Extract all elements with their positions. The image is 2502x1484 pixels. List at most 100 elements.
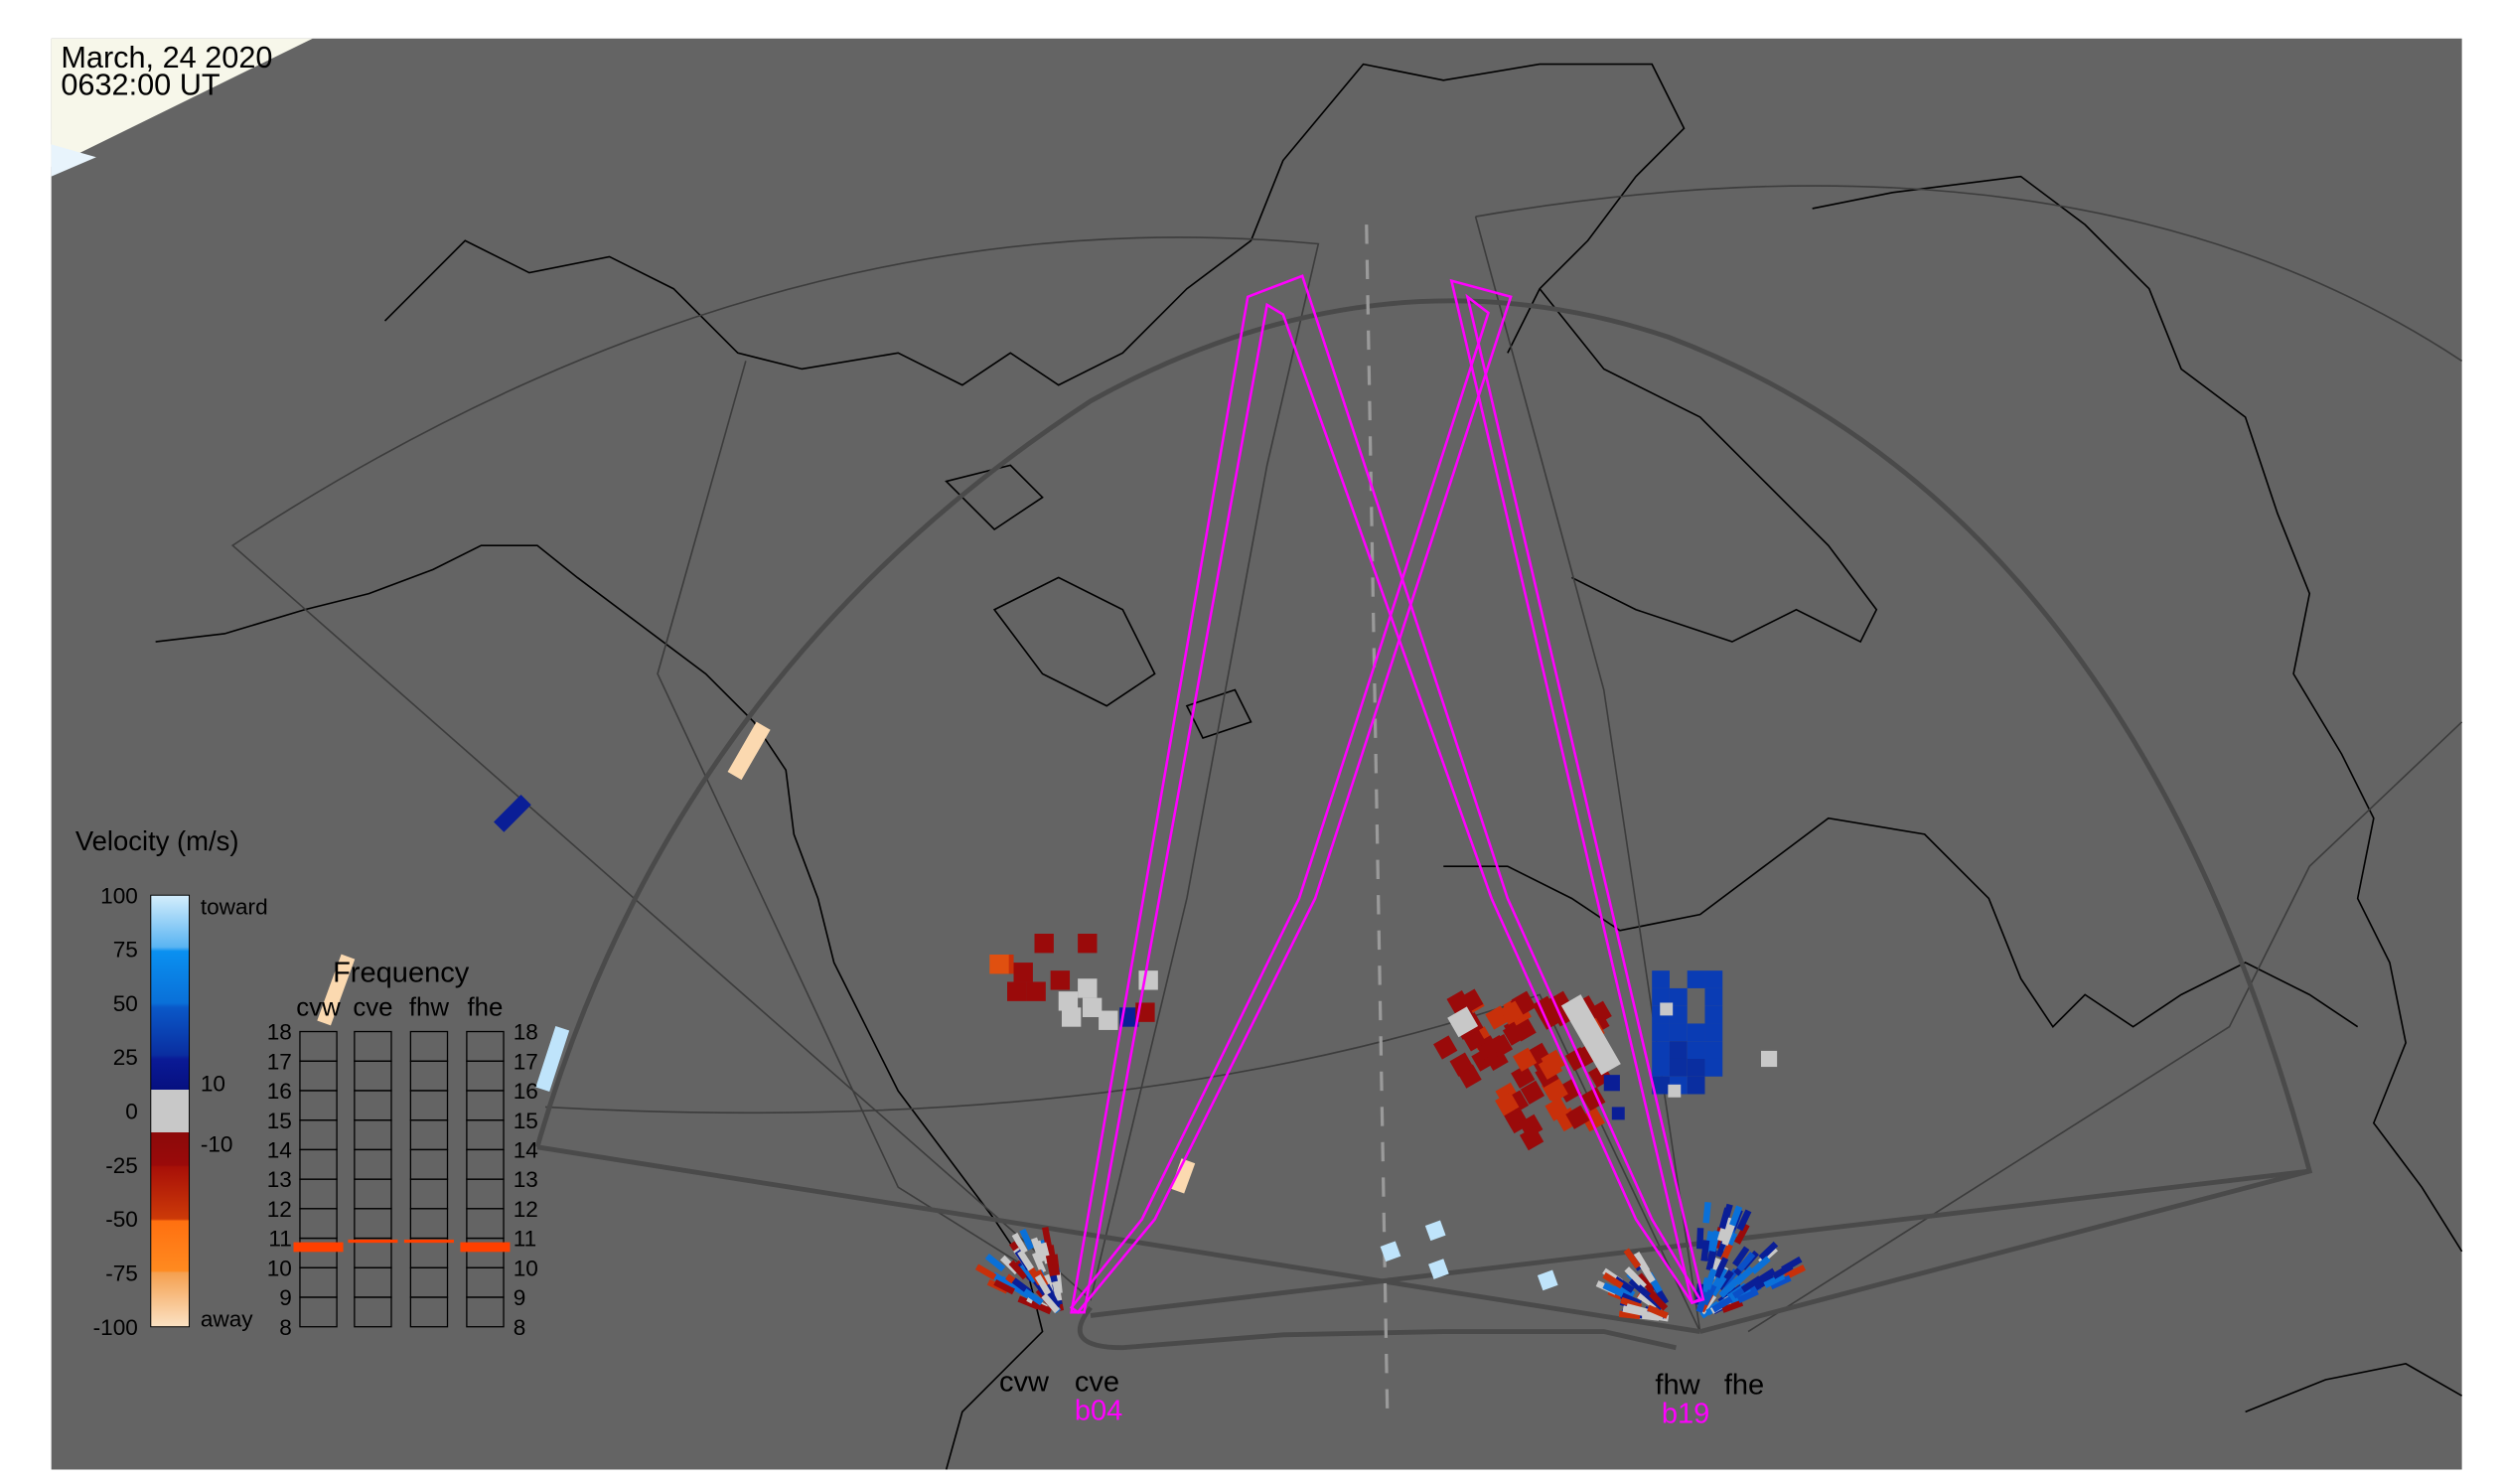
velocity-cell (984, 1254, 1006, 1272)
velocity-tick-label: -50 (105, 1207, 138, 1232)
velocity-cell (1449, 1052, 1474, 1077)
velocity-cell (1628, 1277, 1649, 1297)
frequency-tick-left: 11 (268, 1227, 291, 1252)
frequency-tick-left: 10 (267, 1256, 292, 1280)
velocity-cell (1763, 1272, 1786, 1288)
velocity-tick-label: 50 (113, 991, 138, 1016)
velocity-cell (1022, 1288, 1044, 1306)
velocity-cell (1687, 1041, 1705, 1059)
velocity-tick-label: 25 (113, 1045, 138, 1070)
velocity-cell (1051, 1254, 1061, 1276)
velocity-cell (1602, 1271, 1624, 1289)
frequency-tick-right: 14 (514, 1137, 538, 1162)
velocity-cell (1034, 1273, 1052, 1296)
frequency-marker-cvw (293, 1242, 344, 1253)
frequency-column-label: cve (353, 993, 392, 1021)
coastlines (155, 63, 2463, 1470)
date-label: March, 24 2020 (61, 40, 272, 74)
velocity-cell (1772, 1262, 1794, 1279)
frequency-column-label: fhe (468, 993, 504, 1021)
velocity-cell (1652, 1058, 1670, 1077)
velocity-cell (727, 721, 771, 781)
velocity-cell (1652, 970, 1670, 988)
velocity-cell (1705, 1249, 1717, 1271)
velocity-cell (1687, 1023, 1705, 1042)
scatter-cells (317, 721, 1807, 1322)
velocity-cell (1721, 1299, 1744, 1313)
velocity-cell (1732, 1246, 1750, 1267)
velocity-cell (1711, 1296, 1733, 1313)
beam-outlines (1069, 274, 1705, 1314)
frequency-marker-fhe (460, 1242, 511, 1253)
velocity-cell (1017, 1250, 1034, 1271)
velocity-cell (1058, 991, 1079, 1011)
velocity-cell (1560, 994, 1621, 1076)
velocity-cell (1026, 981, 1046, 1001)
site-label-cve: cve (1075, 1366, 1119, 1398)
frequency-tick-right: 15 (514, 1109, 538, 1133)
velocity-tick-label: -75 (105, 1261, 138, 1285)
terminator-twilight-region (51, 144, 96, 177)
velocity-cell (1513, 1047, 1538, 1072)
velocity-cell (1520, 1080, 1545, 1105)
velocity-cell (1541, 1049, 1565, 1074)
velocity-cell (1708, 1230, 1720, 1253)
frequency-column-label: fhw (409, 993, 450, 1021)
velocity-cell (1625, 1303, 1648, 1315)
velocity-cell (1669, 987, 1688, 1006)
velocity-cell (1500, 1000, 1525, 1025)
velocity-cell (535, 1026, 570, 1092)
velocity-cell (1624, 1266, 1644, 1286)
velocity-cell (1099, 1010, 1118, 1030)
velocity-cell (1718, 1207, 1731, 1230)
velocity-cell (1623, 1248, 1642, 1269)
velocity-cell (1704, 970, 1723, 988)
velocity-cell (1704, 1005, 1723, 1024)
velocity-cell (1495, 1092, 1520, 1116)
velocity-cell (1669, 1058, 1688, 1077)
velocity-cell (974, 1263, 997, 1280)
frequency-tick-right: 17 (514, 1049, 538, 1074)
frequency-tick-left: 15 (267, 1109, 292, 1133)
velocity-cell (1511, 1064, 1536, 1089)
velocity-cell (1769, 1274, 1792, 1290)
velocity-cell (1544, 1079, 1568, 1104)
frequency-column-label: cvw (296, 993, 341, 1021)
velocity-cell (1713, 1257, 1729, 1278)
velocity-cell (1652, 1076, 1670, 1095)
velocity-cell (1734, 1223, 1750, 1245)
meridian-dashed (1365, 224, 1390, 1412)
velocity-colorbar (150, 894, 191, 1328)
velocity-cell (1052, 1279, 1063, 1301)
velocity-cell (1721, 1224, 1735, 1247)
velocity-cell (1652, 987, 1670, 1006)
velocity-cell (1649, 1291, 1669, 1311)
velocity-cell (993, 1278, 1015, 1295)
velocity-cell (1639, 1261, 1656, 1283)
frequency-tick-left: 13 (267, 1167, 292, 1192)
velocity-cell (1647, 1304, 1669, 1319)
frequency-tick-left: 9 (279, 1285, 292, 1310)
frequency-tick-right: 9 (514, 1285, 526, 1310)
velocity-cell (1737, 1288, 1759, 1303)
velocity-cell (1565, 1105, 1590, 1129)
velocity-tick-label: 0 (125, 1100, 138, 1124)
time-label: 0632:00 UT (61, 67, 221, 101)
map-background (51, 38, 2462, 1470)
velocity-tick-label: 100 (100, 883, 138, 908)
velocity-cell (1050, 970, 1071, 990)
velocity-cell (1758, 1241, 1779, 1261)
velocity-cell (989, 955, 1009, 974)
frequency-tick-left: 14 (267, 1137, 292, 1162)
velocity-cell (1784, 1264, 1807, 1280)
velocity-cell (494, 795, 531, 832)
away-label: away (201, 1307, 253, 1332)
frequency-marker-cve (348, 1239, 398, 1244)
velocity-cell (1007, 981, 1027, 1001)
velocity-cell (1041, 1292, 1060, 1314)
velocity-cell (1031, 1252, 1047, 1274)
toward-label: toward (201, 895, 268, 920)
velocity-cell (1736, 1252, 1756, 1272)
